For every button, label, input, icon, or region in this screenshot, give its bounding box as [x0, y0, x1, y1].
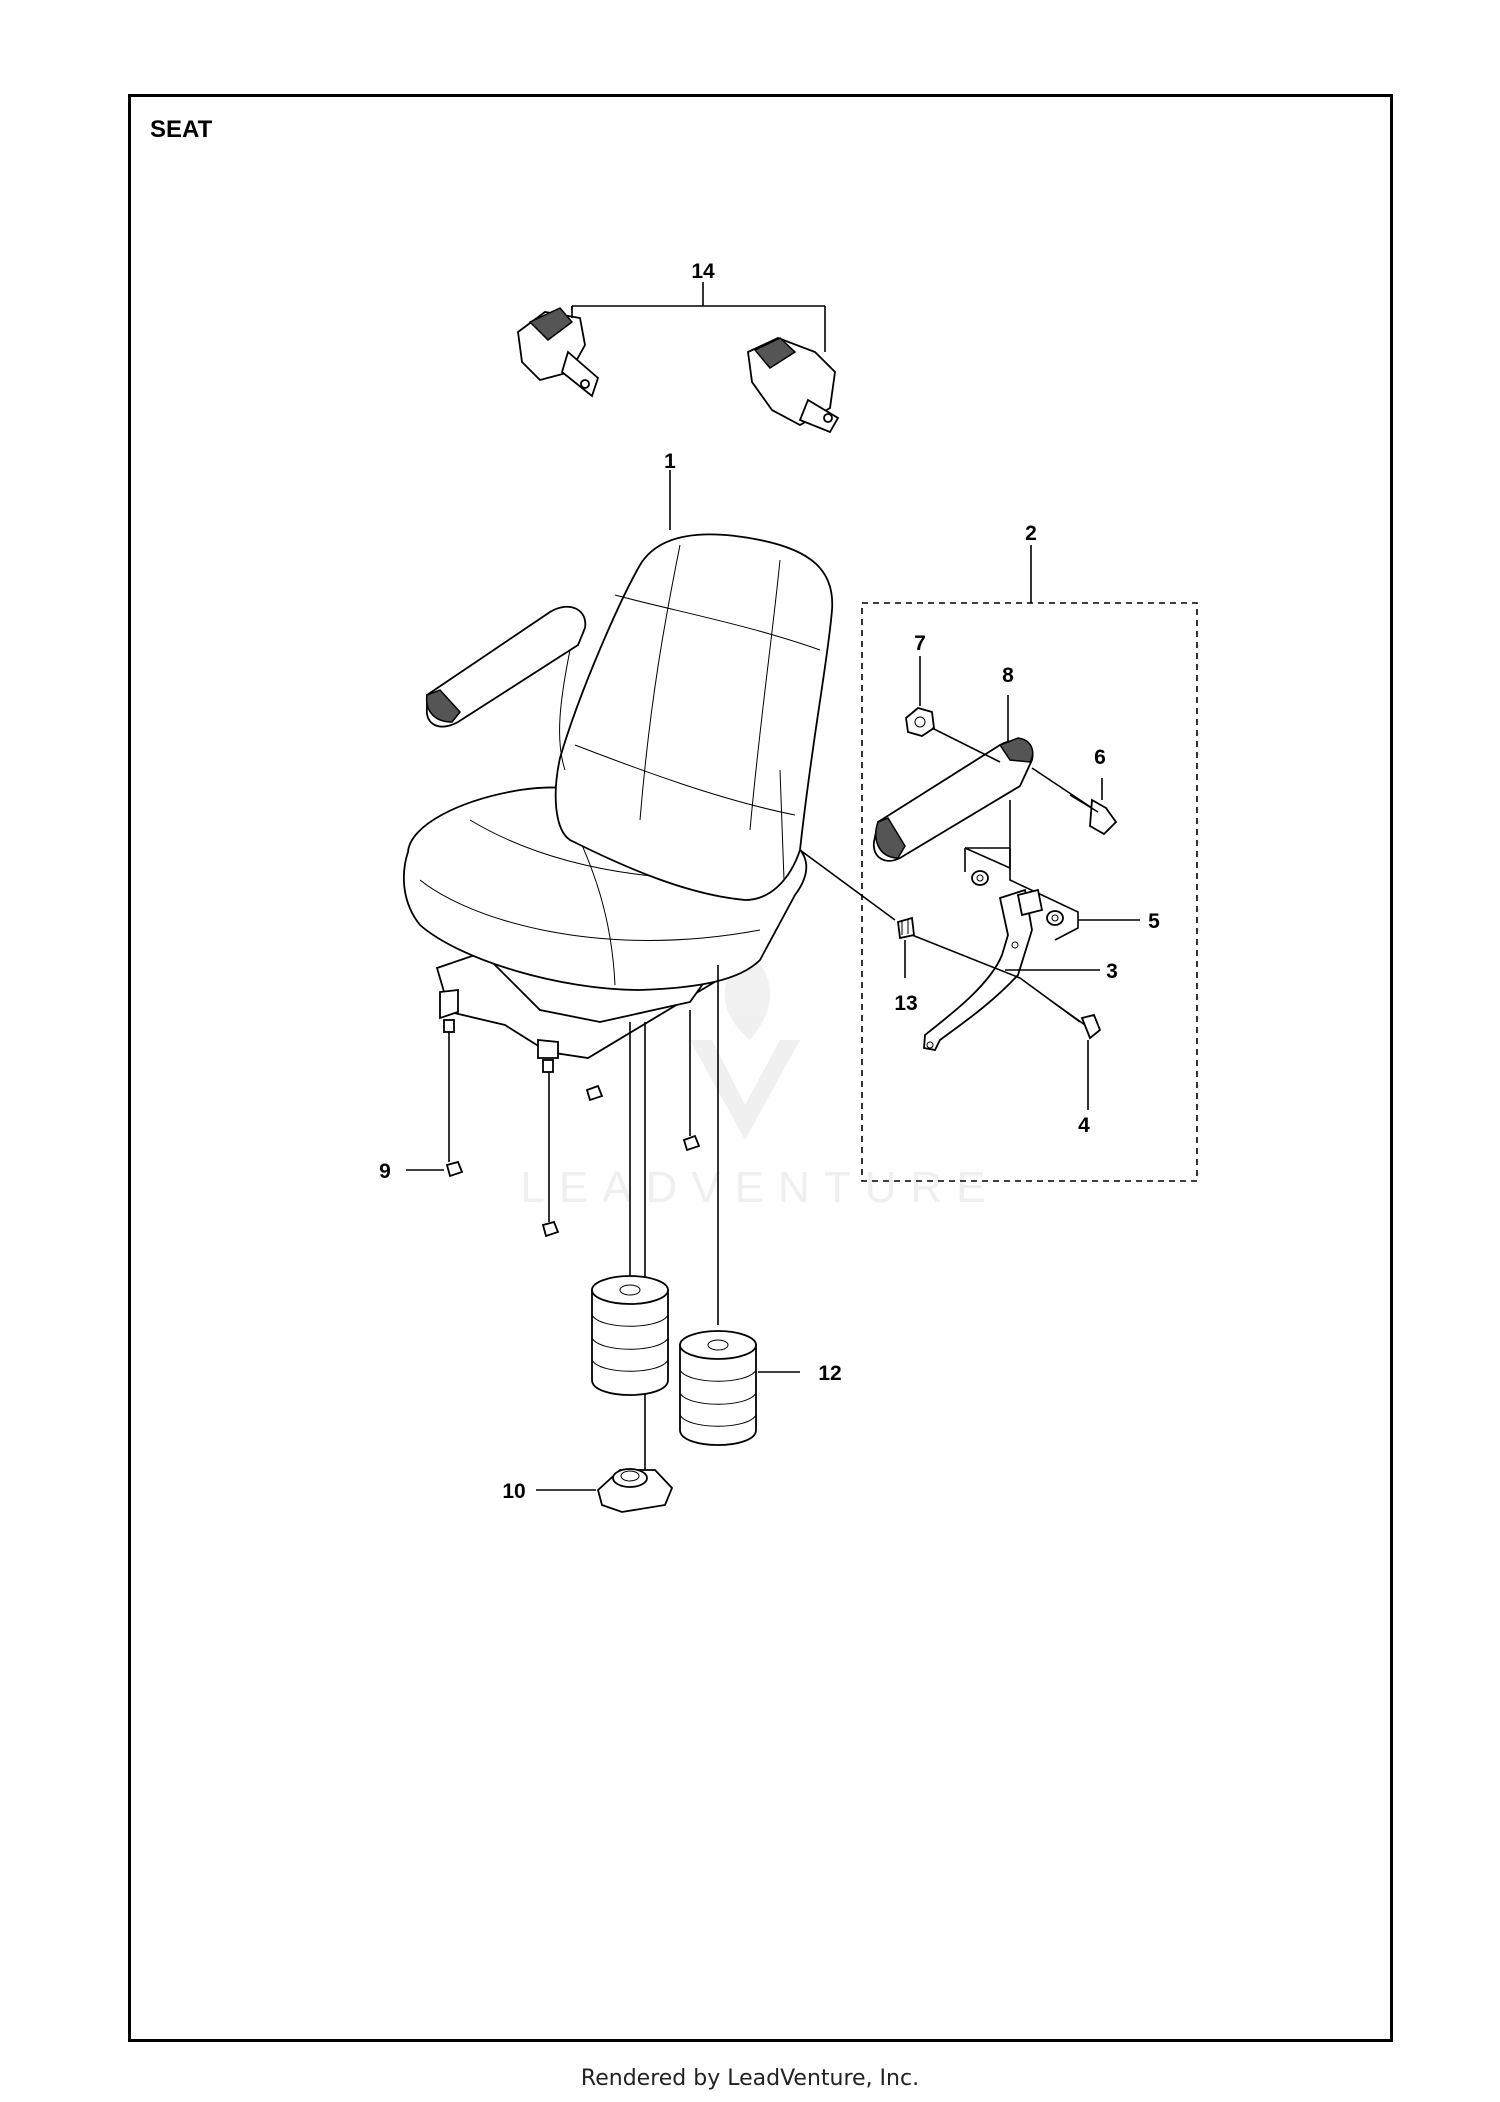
callout-10: 10	[502, 1480, 525, 1503]
seat-switch-10	[596, 1468, 674, 1513]
kit-box-2	[861, 602, 1198, 1182]
seat-belt-buckle-right	[747, 337, 840, 434]
fastener-9	[443, 1019, 701, 1238]
washers-5	[971, 870, 1064, 926]
bolt-4	[1019, 977, 1102, 1040]
watermark-text: LEADVENTURE	[520, 1163, 1000, 1212]
seat-belt-buckle-left	[517, 307, 600, 398]
callout-8: 8	[1002, 664, 1014, 687]
callout-7: 7	[914, 632, 926, 655]
rubber-buffer-right	[679, 1330, 757, 1446]
callout-12: 12	[818, 1362, 841, 1385]
armrest-8	[872, 737, 1034, 862]
seat-assembly	[402, 533, 834, 1059]
callout-2: 2	[1025, 522, 1037, 545]
footer-credit: Rendered by LeadVenture, Inc.	[580, 2066, 920, 2091]
clip-13	[897, 916, 915, 940]
callout-3: 3	[1106, 960, 1118, 983]
callout-13: 13	[894, 992, 917, 1015]
diagram-frame	[128, 94, 1393, 2042]
rubber-buffer-left	[591, 1275, 669, 1396]
page-title: SEAT	[150, 116, 213, 143]
callout-6: 6	[1094, 746, 1106, 769]
callout-4: 4	[1078, 1114, 1090, 1137]
callout-14: 14	[691, 260, 715, 283]
bolt-6	[1031, 767, 1118, 836]
callout-9: 9	[379, 1160, 391, 1183]
callout-5: 5	[1148, 910, 1160, 933]
callout-1: 1	[664, 450, 676, 473]
nut-7	[905, 707, 935, 737]
